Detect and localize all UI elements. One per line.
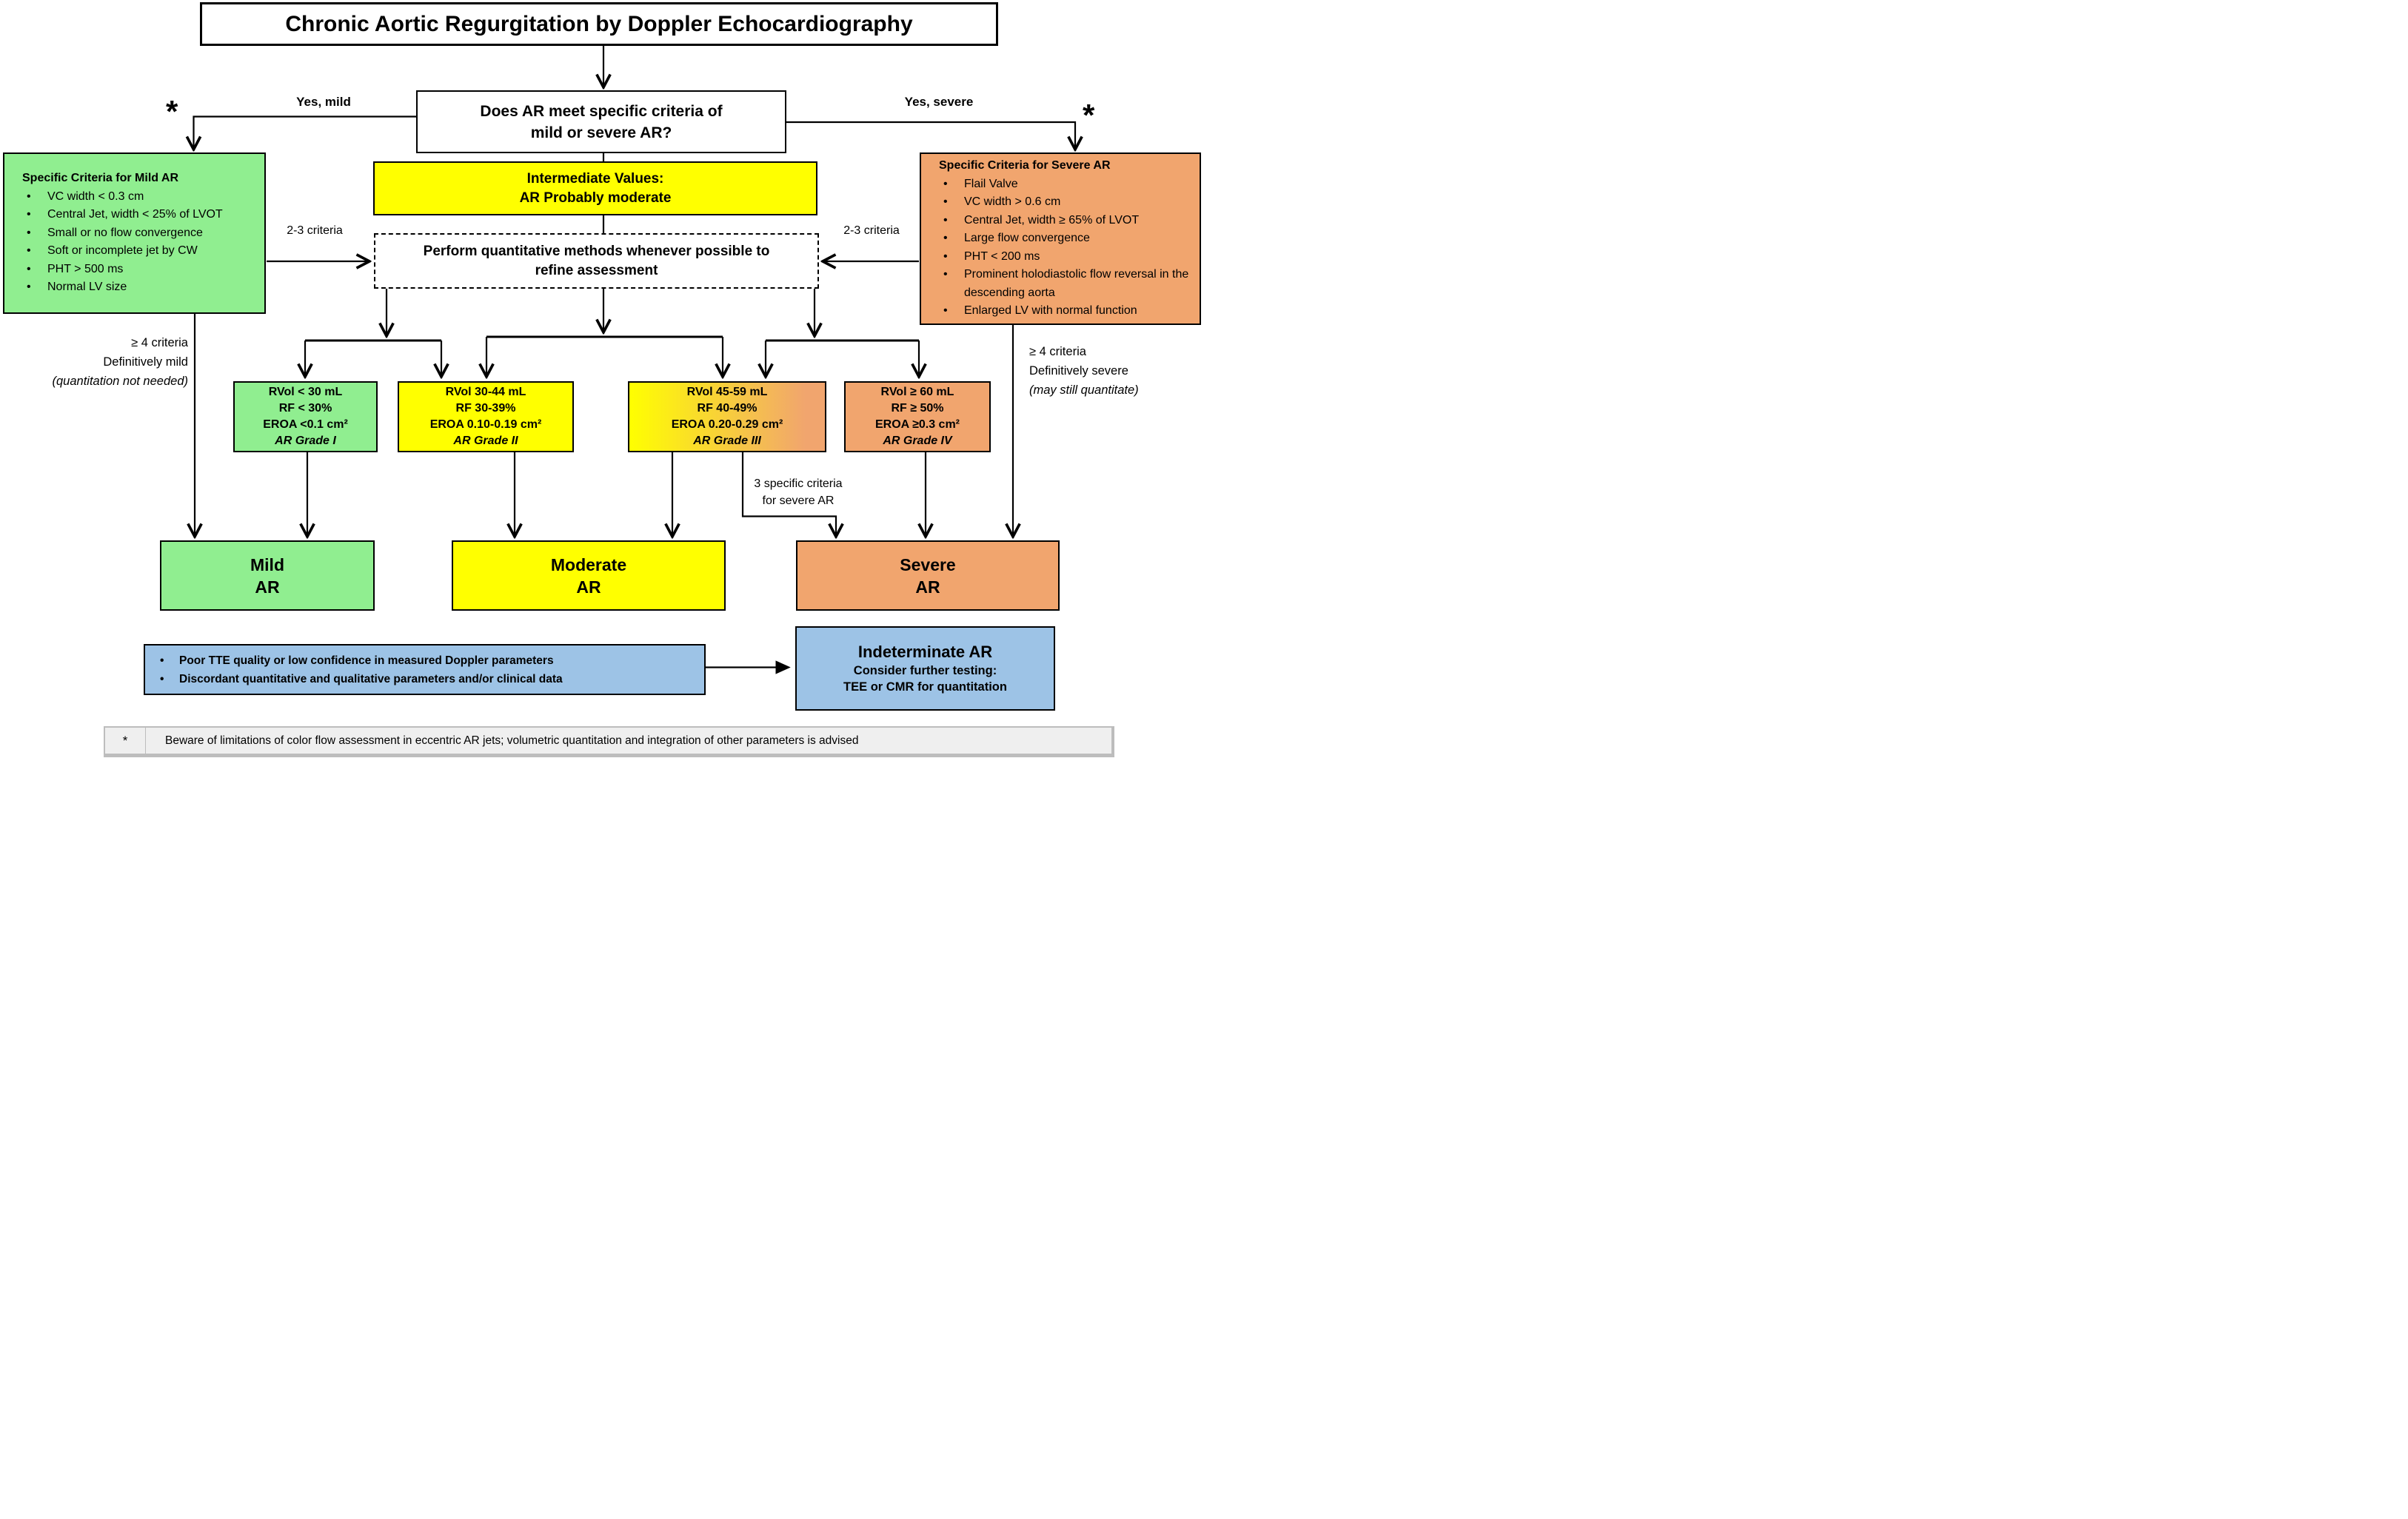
grade-rvol: RVol < 30 mL	[268, 386, 343, 398]
outcome-severe-ar-box: Severe AR	[796, 540, 1060, 611]
footnote-asterisk: *	[105, 728, 146, 754]
grade-label: AR Grade IV	[883, 435, 952, 447]
intermediate-line-2: AR Probably moderate	[519, 190, 672, 206]
grade-eroa: EROA 0.20-0.29 cm²	[671, 418, 783, 431]
list-item: Central Jet, width < 25% of LVOT	[22, 206, 257, 224]
list-item: Central Jet, width ≥ 65% of LVOT	[939, 212, 1192, 230]
outcome-moderate-ar-box: Moderate AR	[452, 540, 726, 611]
outcome-line-1: Severe	[900, 554, 956, 574]
label-3-specific-criteria: 3 specific criteria for severe AR	[717, 475, 880, 509]
mild-criteria-box: Specific Criteria for Mild AR VC width <…	[3, 152, 266, 314]
grade-2-box: RVol 30-44 mL RF 30-39% EROA 0.10-0.19 c…	[398, 381, 574, 452]
intermediate-values-box: Intermediate Values: AR Probably moderat…	[373, 161, 817, 215]
three-specific-line-1: 3 specific criteria	[754, 477, 843, 490]
decision-line-1: Does AR meet specific criteria of	[480, 102, 723, 120]
grade-rvol: RVol ≥ 60 mL	[880, 386, 954, 398]
outcome-line-1: Mild	[250, 554, 284, 574]
ge4-severe-line-1: ≥ 4 criteria	[1029, 345, 1086, 358]
outcome-line-1: Moderate	[550, 554, 627, 574]
title-box: Chronic Aortic Regurgitation by Doppler …	[200, 2, 998, 46]
ge4-mild-line-2: Definitively mild	[103, 355, 188, 369]
decision-line-2: mild or severe AR?	[530, 124, 672, 141]
grade-rvol: RVol 45-59 mL	[686, 386, 768, 398]
grade-1-box: RVol < 30 mL RF < 30% EROA <0.1 cm² AR G…	[233, 381, 378, 452]
indeterminate-line-3: TEE or CMR for quantitation	[843, 680, 1007, 694]
quantitative-methods-box: Perform quantitative methods whenever po…	[374, 233, 819, 289]
list-item: VC width > 0.6 cm	[939, 193, 1192, 212]
severe-criteria-header: Specific Criteria for Severe AR	[939, 159, 1111, 172]
list-item: Flail Valve	[939, 175, 1192, 194]
label-yes-mild: Yes, mild	[296, 95, 351, 109]
outcome-line-2: AR	[576, 577, 601, 597]
page-title: Chronic Aortic Regurgitation by Doppler …	[285, 11, 913, 36]
list-item: PHT > 500 ms	[22, 261, 257, 279]
flowchart-canvas: Chronic Aortic Regurgitation by Doppler …	[0, 0, 1204, 760]
grade-label: AR Grade III	[693, 435, 761, 447]
mild-criteria-list: VC width < 0.3 cm Central Jet, width < 2…	[4, 188, 260, 297]
asterisk-left: *	[166, 94, 178, 129]
connector-arrows	[0, 45, 1204, 760]
footnote-text: Beware of limitations of color flow asse…	[165, 734, 859, 747]
list-item: Prominent holodiastolic flow reversal in…	[939, 266, 1192, 302]
grade-4-box: RVol ≥ 60 mL RF ≥ 50% EROA ≥0.3 cm² AR G…	[844, 381, 991, 452]
grade-rf: RF 30-39%	[455, 402, 516, 415]
grade-rf: RF 40-49%	[697, 402, 757, 415]
severe-criteria-list: Flail Valve VC width > 0.6 cm Central Je…	[921, 175, 1195, 321]
label-ge4-mild: ≥ 4 criteria Definitively mild (quantita…	[0, 333, 188, 391]
grade-rf: RF < 30%	[278, 402, 332, 415]
indeterminate-line-2: Consider further testing:	[853, 664, 997, 677]
grade-eroa: EROA ≥0.3 cm²	[875, 418, 960, 431]
grade-label: AR Grade II	[453, 435, 518, 447]
list-item: Small or no flow convergence	[22, 224, 257, 243]
label-ge4-severe: ≥ 4 criteria Definitively severe (may st…	[1029, 342, 1204, 400]
indeterminate-title: Indeterminate AR	[857, 643, 993, 661]
decision-box: Does AR meet specific criteria of mild o…	[416, 90, 786, 153]
poor-quality-list: Poor TTE quality or low confidence in me…	[145, 651, 704, 688]
list-item: Soft or incomplete jet by CW	[22, 242, 257, 261]
intermediate-line-1: Intermediate Values:	[526, 170, 664, 187]
ge4-mild-line-1: ≥ 4 criteria	[131, 336, 188, 349]
poor-quality-box: Poor TTE quality or low confidence in me…	[144, 644, 706, 695]
severe-criteria-box: Specific Criteria for Severe AR Flail Va…	[920, 152, 1201, 325]
label-2-3-criteria-left: 2-3 criteria	[287, 224, 343, 237]
list-item: VC width < 0.3 cm	[22, 188, 257, 207]
outcome-line-2: AR	[915, 577, 940, 597]
indeterminate-ar-box: Indeterminate AR Consider further testin…	[795, 626, 1055, 711]
list-item: Normal LV size	[22, 278, 257, 297]
ge4-mild-line-3: (quantitation not needed)	[52, 375, 188, 388]
grade-3-box: RVol 45-59 mL RF 40-49% EROA 0.20-0.29 c…	[628, 381, 826, 452]
label-2-3-criteria-right: 2-3 criteria	[843, 224, 900, 237]
ge4-severe-line-2: Definitively severe	[1029, 364, 1128, 378]
quantitative-line-1: Perform quantitative methods whenever po…	[423, 243, 770, 259]
three-specific-line-2: for severe AR	[762, 494, 835, 507]
ge4-severe-line-3: (may still quantitate)	[1029, 383, 1139, 397]
list-item: PHT < 200 ms	[939, 248, 1192, 266]
quantitative-line-2: refine assessment	[535, 262, 658, 278]
grade-eroa: EROA <0.1 cm²	[263, 418, 348, 431]
list-item: Enlarged LV with normal function	[939, 302, 1192, 321]
list-item: Poor TTE quality or low confidence in me…	[155, 651, 701, 670]
asterisk-right: *	[1083, 98, 1095, 133]
grade-label: AR Grade I	[275, 435, 336, 447]
label-yes-severe: Yes, severe	[904, 95, 974, 109]
list-item: Discordant quantitative and qualitative …	[155, 670, 701, 688]
outcome-line-2: AR	[255, 577, 280, 597]
outcome-mild-ar-box: Mild AR	[160, 540, 375, 611]
grade-rvol: RVol 30-44 mL	[445, 386, 526, 398]
footnote-bar: * Beware of limitations of color flow as…	[104, 726, 1114, 757]
grade-rf: RF ≥ 50%	[891, 402, 944, 415]
mild-criteria-header: Specific Criteria for Mild AR	[22, 172, 178, 185]
list-item: Large flow convergence	[939, 229, 1192, 248]
grade-eroa: EROA 0.10-0.19 cm²	[429, 418, 542, 431]
